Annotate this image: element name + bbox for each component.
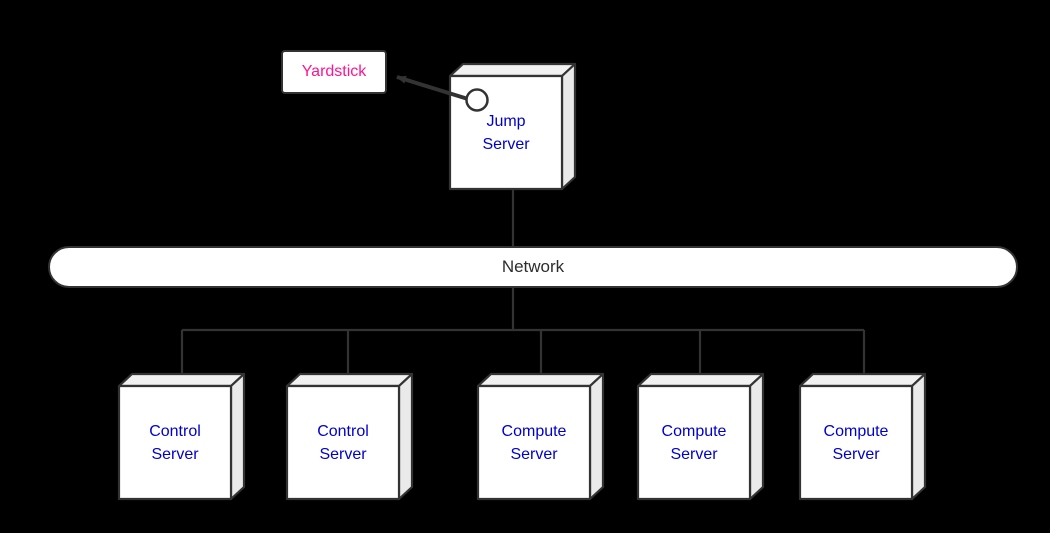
server-node-compute-2: Compute Server [636,372,765,501]
server-box-shape [636,372,765,501]
server-label: Compute Server [823,422,889,463]
server-label: Compute Server [501,422,567,463]
server-node-control-2: Control Server [285,372,414,501]
server-node-compute-3: Compute Server [798,372,927,501]
yardstick-node: Yardstick [281,50,387,94]
jump-server-label: Jump Server [482,112,530,153]
network-bus-node: Network [48,246,1018,288]
server-label: Control Server [149,422,201,463]
server-box-shape [798,372,927,501]
server-box-shape [476,372,605,501]
server-label: Control Server [317,422,369,463]
server-box-shape [117,372,246,501]
network-label: Network [501,257,565,276]
server-box-shape [285,372,414,501]
yardstick-label: Yardstick [301,63,367,80]
server-label: Compute Server [661,422,727,463]
server-node-compute-1: Compute Server [476,372,605,501]
server-node-control-1: Control Server [117,372,246,501]
jump-server-node: Jump Server [448,62,577,191]
